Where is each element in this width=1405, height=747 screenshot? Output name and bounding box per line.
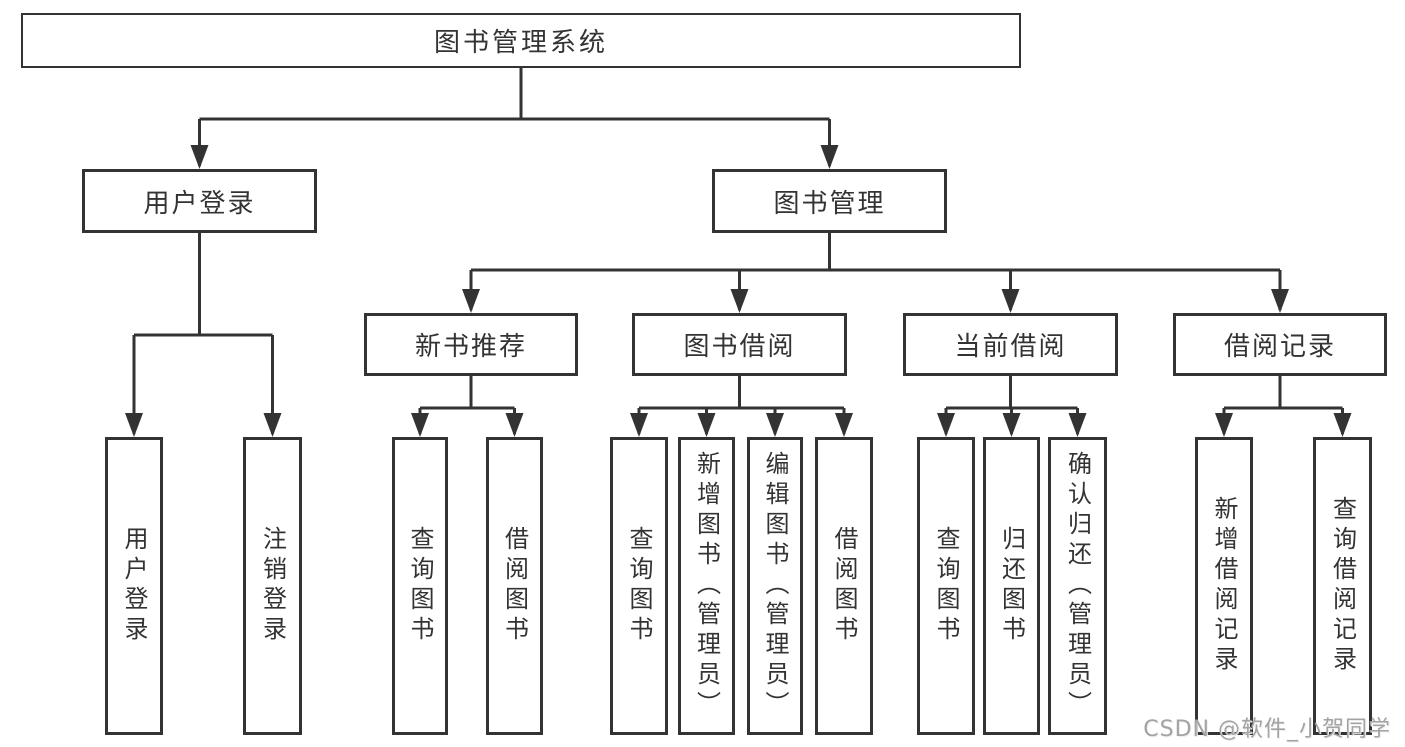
arrow-down-icon [1333,413,1352,437]
leaf-query-borrow-record: 查询借阅记录 [1313,437,1372,735]
node-new-book-recommend: 新书推荐 [364,313,578,376]
leaf-add-book-admin: 新增图书（管理员） [678,437,735,735]
leaf-current-query-book: 查询图书 [917,437,975,735]
leaf-borrow-query-book: 查询图书 [610,437,668,735]
leaf-edit-book-admin: 编辑图书（管理员） [747,437,803,735]
leaf-recommend-borrow-book: 借阅图书 [486,437,543,735]
leaf-borrow-book: 借阅图书 [815,437,873,735]
arrow-down-icon [1002,413,1021,437]
connector-user-login-branch [132,233,274,434]
arrow-down-icon [766,413,784,437]
arrow-down-icon [730,289,749,313]
connector-book-borrow-branch [637,376,846,434]
arrow-down-icon [835,413,853,437]
arrow-down-icon [697,413,716,437]
arrow-down-icon [263,413,282,437]
arrow-down-icon [820,145,839,169]
leaf-confirm-return-admin: 确认归还（管理员） [1048,437,1107,735]
leaf-add-borrow-record: 新增借阅记录 [1195,437,1253,735]
arrow-down-icon [125,413,143,437]
leaf-user-login: 用户登录 [105,437,163,735]
arrow-down-icon [411,413,429,437]
connector-root-branch [198,68,831,166]
node-book-management: 图书管理 [712,169,947,233]
node-current-borrow: 当前借阅 [903,313,1118,376]
csdn-watermark: CSDN @软件_小贺同学 [1143,717,1391,742]
node-user-login: 用户登录 [82,169,317,233]
connector-lines [132,68,1344,434]
arrow-down-icon [630,413,648,437]
leaf-logout: 注销登录 [243,437,302,735]
leaf-return-book: 归还图书 [983,437,1040,735]
node-book-borrow: 图书借阅 [632,313,847,376]
arrow-down-icon [1215,413,1233,437]
arrow-down-icon [505,413,524,437]
arrow-down-icon [1271,289,1289,313]
connector-book-mgmt-branch [469,233,1282,310]
node-library-management-system: 图书管理系统 [21,13,1021,68]
leaf-recommend-query-book: 查询图书 [392,437,448,735]
arrow-down-icon [462,289,480,313]
connector-borrow-record-branch [1222,376,1344,434]
arrow-down-icon [1068,413,1087,437]
arrow-down-icon [937,413,955,437]
arrowheads [125,145,1352,437]
node-borrow-record: 借阅记录 [1173,313,1387,376]
arrow-down-icon [190,145,209,169]
connector-new-book-branch [418,376,516,434]
arrow-down-icon [1001,289,1020,313]
